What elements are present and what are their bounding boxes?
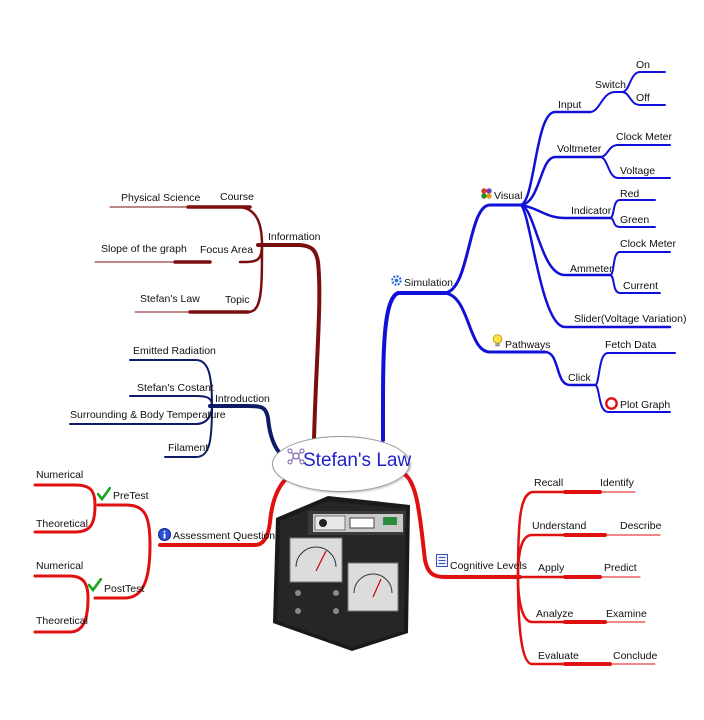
assessment-branch — [33, 470, 302, 634]
cognitive-verb[interactable]: Conclude — [613, 650, 658, 662]
introduction-item[interactable]: Stefan's Costant — [137, 382, 214, 394]
course-node[interactable]: Course — [220, 191, 254, 203]
gear-icon — [391, 275, 402, 286]
pretest-item[interactable]: Theoretical — [36, 518, 88, 530]
focus-area-value[interactable]: Slope of the graph — [101, 243, 187, 255]
fetch-data-item[interactable]: Fetch Data — [605, 339, 657, 351]
switch-off[interactable]: Off — [636, 92, 650, 104]
checkmark-icon — [97, 487, 111, 501]
central-topic-title: Stefan's Law — [303, 450, 412, 471]
introduction-item[interactable]: Filament — [168, 442, 209, 454]
course-value[interactable]: Physical Science — [121, 192, 201, 204]
mindmap-icon — [287, 448, 305, 465]
simulation-branch — [380, 71, 676, 442]
information-node[interactable]: Information — [268, 231, 321, 243]
ammeter-item[interactable]: Clock Meter — [620, 238, 677, 250]
flower-icon — [481, 188, 492, 199]
info-icon — [158, 528, 171, 541]
topic-value[interactable]: Stefan's Law — [140, 293, 200, 305]
cognitive-verb[interactable]: Examine — [606, 608, 647, 620]
cognitive-level[interactable]: Recall — [534, 477, 564, 489]
topic-node[interactable]: Topic — [225, 294, 250, 306]
stop-circle-icon — [605, 397, 618, 410]
introduction-node[interactable]: Introduction — [215, 393, 270, 405]
lightbulb-icon — [492, 334, 503, 347]
switch-on[interactable]: On — [636, 59, 651, 71]
click-node[interactable]: Click — [568, 372, 591, 384]
introduction-item[interactable]: Surrounding & Body Temperature — [70, 409, 226, 421]
cognitive-verb[interactable]: Identify — [600, 477, 634, 489]
cognitive-level[interactable]: Apply — [538, 562, 565, 574]
cognitive-branch — [398, 470, 661, 666]
ammeter-node[interactable]: Ammeter — [570, 263, 613, 275]
cognitive-verb[interactable]: Predict — [604, 562, 637, 574]
cognitive-level[interactable]: Understand — [532, 520, 587, 532]
indicator-red[interactable]: Red — [620, 188, 640, 200]
pretest-item[interactable]: Numerical — [36, 469, 84, 481]
cognitive-node[interactable]: Cognitive Levels — [450, 560, 528, 572]
pathways-node[interactable]: Pathways — [505, 339, 551, 351]
posttest-item[interactable]: Numerical — [36, 560, 84, 572]
indicator-node[interactable]: Indicator — [571, 205, 612, 217]
information-branch — [94, 205, 322, 442]
simulation-node[interactable]: Simulation — [404, 277, 454, 289]
voltmeter-item[interactable]: Clock Meter — [616, 131, 673, 143]
checkmark-icon — [88, 578, 102, 592]
posttest-item[interactable]: Theoretical — [36, 615, 88, 627]
introduction-item[interactable]: Emitted Radiation — [133, 345, 216, 357]
indicator-green[interactable]: Green — [620, 214, 650, 226]
voltmeter-node[interactable]: Voltmeter — [557, 143, 602, 155]
central-topic-node[interactable] — [272, 436, 410, 492]
apparatus-image — [273, 496, 410, 651]
input-node[interactable]: Input — [558, 99, 582, 111]
plot-graph-item[interactable]: Plot Graph — [620, 399, 671, 411]
ammeter-item[interactable]: Current — [623, 280, 659, 292]
posttest-node[interactable]: PostTest — [104, 583, 145, 595]
visual-node[interactable]: Visual — [494, 190, 523, 202]
assessment-node[interactable]: Assessment Question — [173, 530, 276, 542]
pretest-node[interactable]: PreTest — [113, 490, 149, 502]
slider-node[interactable]: Slider(Voltage Variation) — [574, 313, 687, 325]
cognitive-verb[interactable]: Describe — [620, 520, 662, 532]
cognitive-level[interactable]: Evaluate — [538, 650, 579, 662]
voltmeter-item[interactable]: Voltage — [620, 165, 656, 177]
list-icon — [436, 554, 448, 567]
cognitive-level[interactable]: Analyze — [536, 608, 574, 620]
switch-node[interactable]: Switch — [595, 79, 626, 91]
focus-area-node[interactable]: Focus Area — [200, 244, 254, 256]
